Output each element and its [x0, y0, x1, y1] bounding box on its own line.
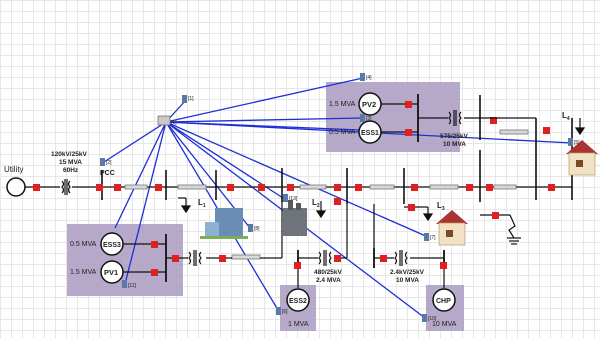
house-icon-l4 — [566, 140, 598, 176]
pv2-label: PV2 — [362, 100, 376, 109]
chp-transformer — [394, 250, 408, 266]
svg-text:[11]: [11] — [128, 283, 137, 289]
ess1-label: ESS1 — [361, 130, 379, 137]
house-icon-l3 — [436, 210, 468, 246]
svg-text:[10]: [10] — [428, 316, 437, 322]
load2-label: L2 — [312, 198, 320, 209]
tx-main-label-3: 60Hz — [63, 167, 79, 174]
node — [334, 198, 341, 205]
load4-label: L4 — [562, 111, 570, 122]
agent-icon: [4] — [360, 73, 372, 81]
utility-source — [6, 177, 26, 197]
pcc-label: PCC — [100, 170, 115, 177]
node — [440, 262, 447, 269]
svg-text:[1]: [1] — [171, 120, 177, 126]
ess2-storage — [286, 288, 310, 312]
svg-text:[2]: [2] — [106, 160, 112, 166]
svg-text:[3]: [3] — [366, 116, 372, 122]
svg-text:[6]: [6] — [282, 309, 288, 315]
main-transformer — [61, 179, 71, 195]
load2-arrow — [315, 201, 327, 219]
svg-text:[5]: [5] — [574, 140, 580, 146]
tx-ess2-label-2: 2.4 MVA — [316, 277, 341, 284]
agent-icon: [11] — [122, 280, 137, 289]
load1-label: L1 — [198, 198, 206, 209]
agent-icon: [1] — [182, 95, 194, 103]
pv2-rating: 1.5 MVA — [329, 101, 356, 108]
ess2-transformer — [318, 250, 332, 266]
ess3-pv1-wiring — [123, 200, 283, 282]
svg-text:[1]: [1] — [188, 96, 194, 102]
agent-icon: [13] — [283, 194, 298, 202]
agent-devices: [1] [1] [4] [3] [5] [2] [13] [8] [7] [11… — [100, 73, 580, 322]
pv1-rating: 1.5 MVA — [70, 269, 97, 276]
agent-icon: [7] — [424, 233, 436, 241]
svg-text:[8]: [8] — [254, 226, 260, 232]
ess1-rating: 0.5 MVA — [329, 129, 356, 136]
chp-rating: 10 MVA — [432, 321, 457, 328]
node — [151, 241, 158, 248]
agent-hub-icon: [1] — [157, 115, 177, 126]
agent-icon: [2] — [100, 158, 112, 166]
building-icon-l1 — [200, 208, 248, 239]
node — [408, 204, 415, 211]
pv2-ess1-panel — [326, 82, 460, 152]
node — [172, 255, 179, 262]
svg-text:[7]: [7] — [430, 235, 436, 241]
load3-label: L3 — [437, 201, 445, 212]
node — [334, 255, 341, 262]
agent-icon: [10] — [422, 314, 437, 322]
node — [405, 101, 412, 108]
ground-branch — [480, 214, 521, 245]
load4-arrow — [574, 118, 586, 136]
bus-nodes — [96, 117, 555, 191]
svg-text:[13]: [13] — [289, 196, 298, 202]
load1-arrow — [178, 197, 192, 214]
tx-chp-label-2: 10 MVA — [396, 277, 419, 284]
svg-text:[4]: [4] — [366, 75, 372, 81]
node — [380, 255, 387, 262]
tx-pv2-label-1: 575/25kV — [440, 133, 468, 140]
chp-label: CHP — [436, 298, 451, 305]
ess2-label: ESS2 — [289, 298, 307, 305]
ess2-rating: 1 MVA — [288, 321, 309, 328]
agent-icon: [5] — [568, 138, 580, 146]
ess3-label: ESS3 — [103, 242, 121, 249]
utility-label: Utility — [4, 165, 24, 174]
factory-icon-l2 — [283, 200, 307, 236]
pv2-transformer — [448, 110, 462, 126]
tx-ess2-label-1: 480/25kV — [314, 269, 342, 276]
agent-icon: [8] — [248, 224, 260, 232]
ess3-rating: 0.5 MVA — [70, 241, 97, 248]
tx-chp-label-1: 2.4kV/25kV — [390, 269, 425, 276]
pv1-transformer — [188, 250, 202, 266]
chp-generator — [432, 288, 456, 312]
node — [219, 255, 226, 262]
node — [151, 269, 158, 276]
node — [492, 212, 499, 219]
node — [33, 184, 40, 191]
tx-pv2-label-2: 10 MVA — [443, 141, 466, 148]
agent-icon: [6] — [276, 307, 288, 315]
pv1-label: PV1 — [104, 268, 118, 277]
tx-main-label-1: 120kV/25kV — [51, 151, 87, 158]
tx-main-label-2: 15 MVA — [59, 159, 82, 166]
cable-segments — [124, 129, 529, 260]
node — [294, 262, 301, 269]
agent-icon: [3] — [360, 114, 372, 122]
node — [405, 129, 412, 136]
